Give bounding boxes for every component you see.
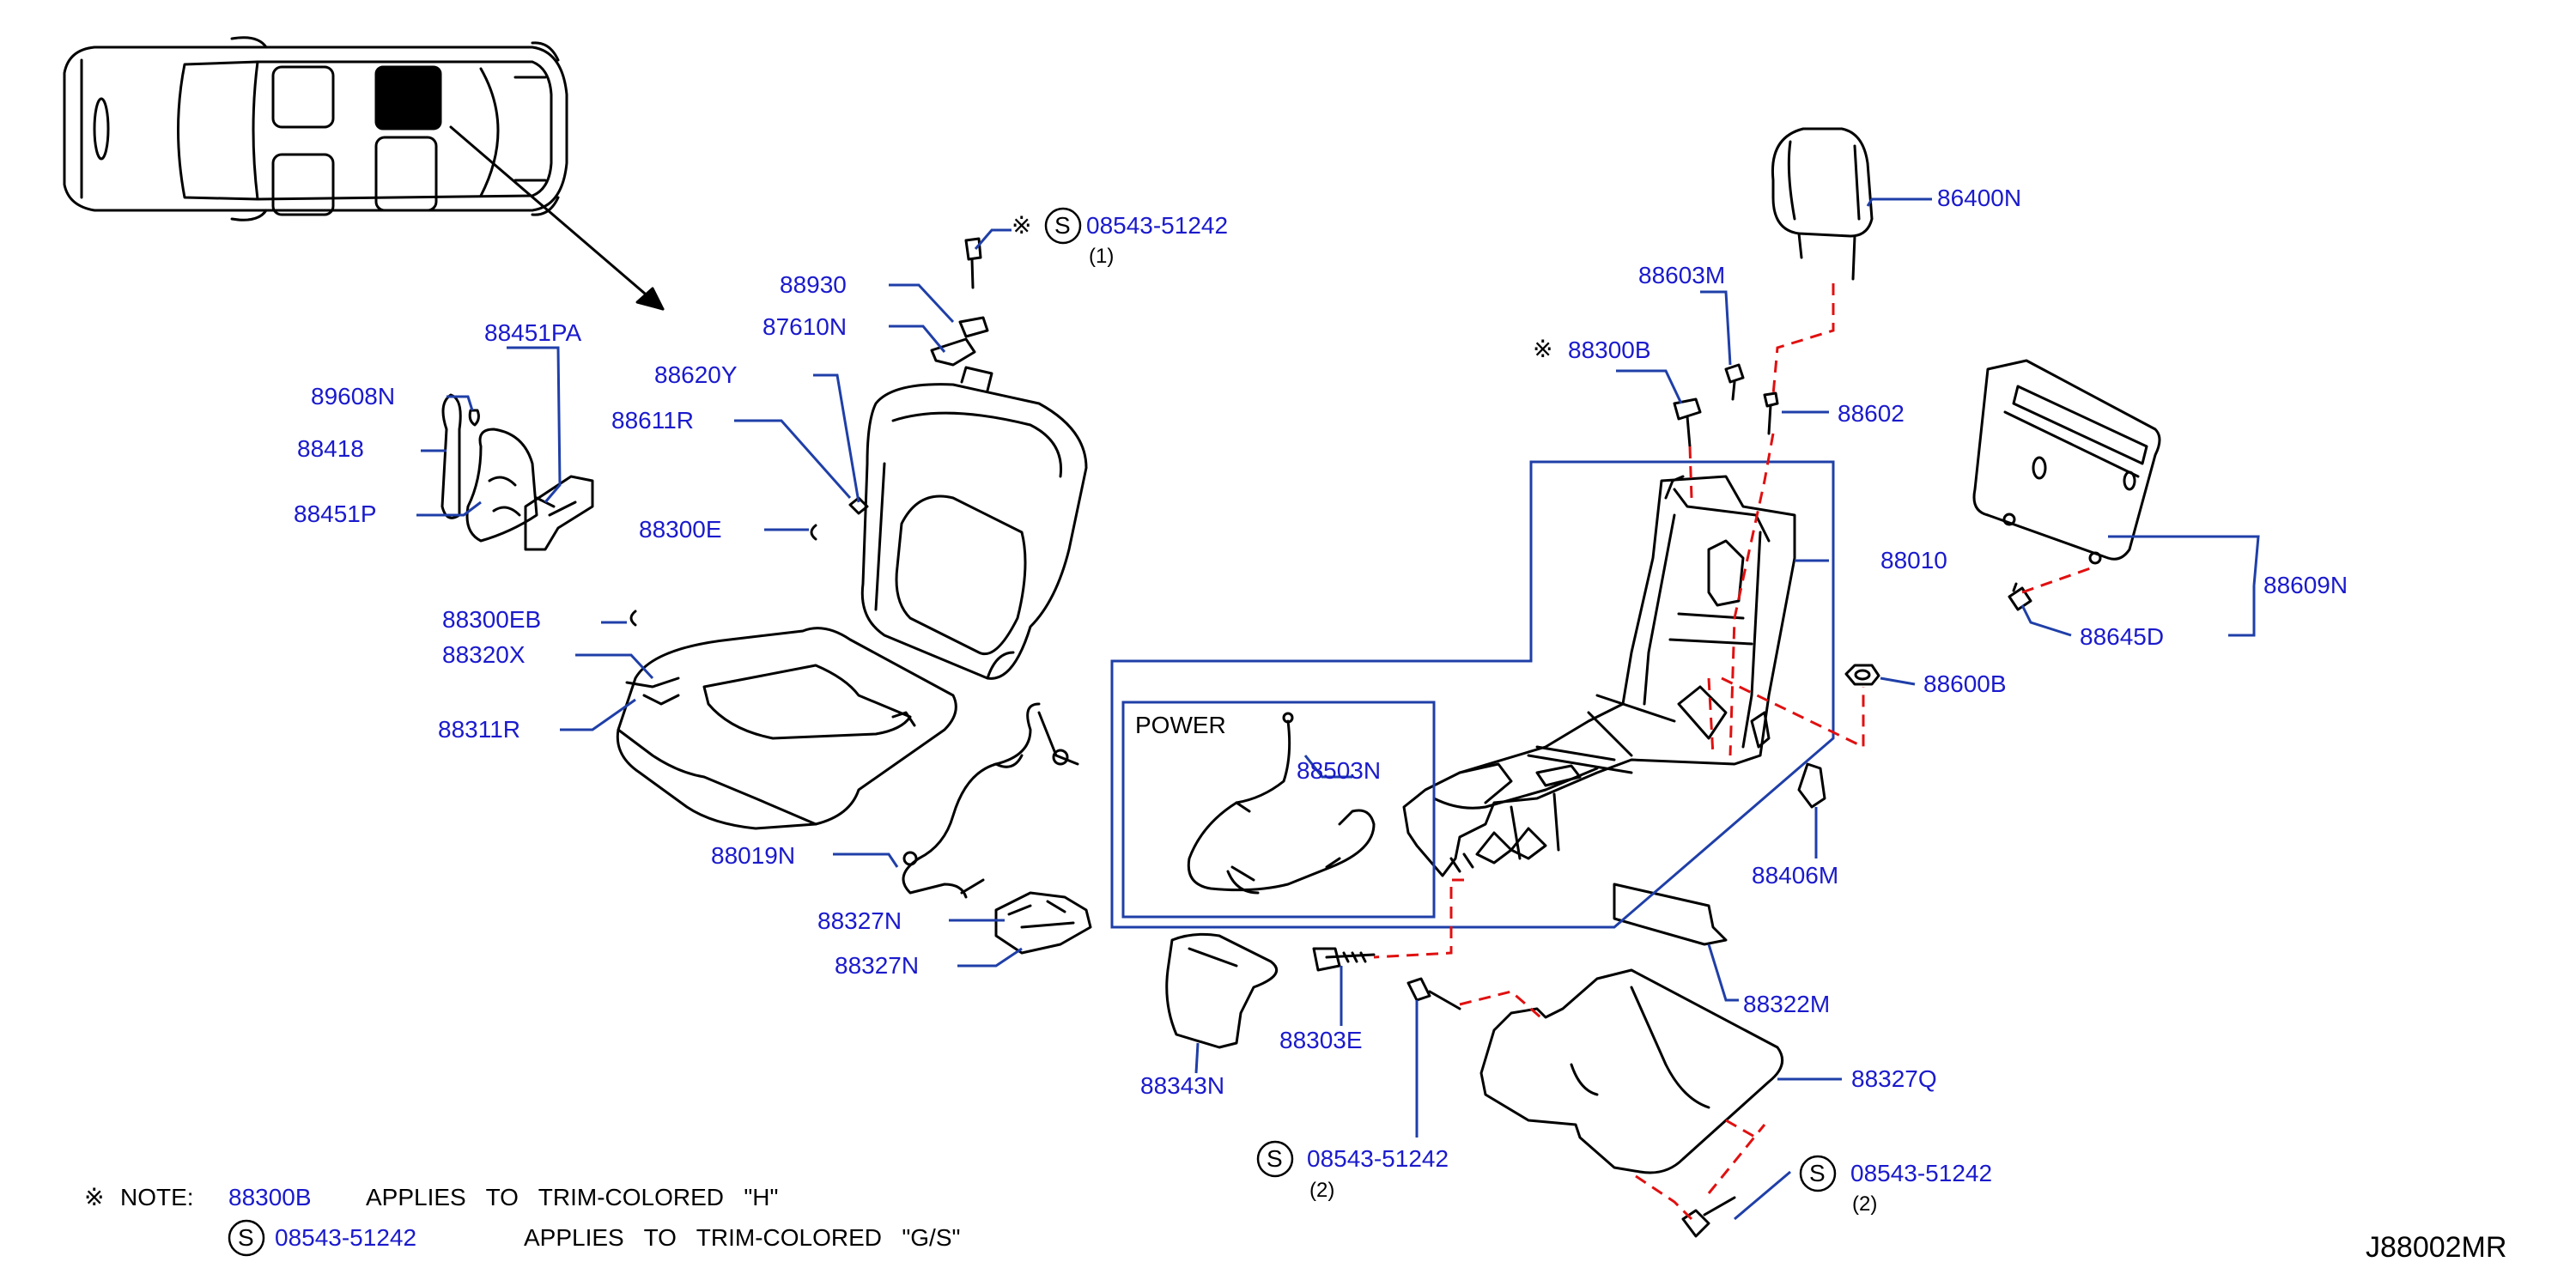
part-88930[interactable]: 88930 bbox=[780, 271, 847, 298]
part-88645D[interactable]: 88645D bbox=[2080, 623, 2165, 650]
part-87610N[interactable]: 87610N bbox=[762, 313, 848, 340]
qty-08543-mid: (2) bbox=[1309, 1179, 1335, 1202]
part-88327N-lower[interactable]: 88327N bbox=[835, 952, 920, 979]
note-part-08543-51242[interactable]: 08543-51242 bbox=[275, 1224, 417, 1251]
part-88602[interactable]: 88602 bbox=[1838, 400, 1905, 427]
part-88303E[interactable]: 88303E bbox=[1279, 1027, 1363, 1053]
qty-08543-right: (2) bbox=[1852, 1192, 1878, 1216]
part-88311R[interactable]: 88311R bbox=[438, 716, 521, 743]
part-88320X[interactable]: 88320X bbox=[442, 641, 526, 668]
special-mark-88300b: ※ bbox=[1533, 336, 1553, 362]
part-88603M[interactable]: 88603M bbox=[1638, 262, 1726, 288]
part-88322M[interactable]: 88322M bbox=[1743, 991, 1831, 1017]
part-88406M[interactable]: 88406M bbox=[1752, 862, 1839, 889]
part-88418[interactable]: 88418 bbox=[297, 435, 364, 462]
note-prefix: NOTE: bbox=[120, 1184, 194, 1210]
part-88600B[interactable]: 88600B bbox=[1923, 670, 2007, 697]
special-mark-top: ※ bbox=[1012, 212, 1032, 239]
part-86400N[interactable]: 86400N bbox=[1937, 185, 2022, 211]
part-08543-51242-right[interactable]: 08543-51242 bbox=[1850, 1160, 1993, 1186]
s-symbol-mid: S bbox=[1267, 1145, 1283, 1172]
s-symbol-top: S bbox=[1054, 212, 1071, 239]
note-part-88300B[interactable]: 88300B bbox=[228, 1184, 312, 1210]
part-88451PA[interactable]: 88451PA bbox=[484, 319, 582, 346]
part-88300EB[interactable]: 88300EB bbox=[442, 606, 542, 633]
part-88611R[interactable]: 88611R bbox=[611, 407, 695, 434]
part-88343N[interactable]: 88343N bbox=[1140, 1072, 1225, 1099]
part-08543-51242-mid[interactable]: 08543-51242 bbox=[1307, 1145, 1449, 1172]
qty-08543-top: (1) bbox=[1089, 245, 1115, 268]
part-88010[interactable]: 88010 bbox=[1880, 547, 1947, 573]
part-88620Y[interactable]: 88620Y bbox=[654, 361, 738, 388]
part-88327N-upper[interactable]: 88327N bbox=[817, 907, 902, 934]
part-88019N[interactable]: 88019N bbox=[711, 842, 796, 869]
note-text-1: APPLIES TO TRIM-COLORED "H" bbox=[366, 1184, 779, 1210]
part-89608N[interactable]: 89608N bbox=[311, 383, 396, 410]
part-88300E[interactable]: 88300E bbox=[639, 516, 722, 543]
part-88609N[interactable]: 88609N bbox=[2263, 572, 2348, 598]
vehicle-outline bbox=[63, 36, 568, 221]
highlighted-seat-icon bbox=[374, 65, 442, 130]
power-box-label: POWER bbox=[1135, 712, 1226, 738]
s-symbol-right: S bbox=[1809, 1160, 1826, 1186]
note-mark: ※ bbox=[84, 1184, 105, 1210]
part-08543-51242-top[interactable]: 08543-51242 bbox=[1086, 212, 1229, 239]
part-88503N[interactable]: 88503N bbox=[1297, 757, 1382, 784]
diagram-code: J88002MR bbox=[2366, 1231, 2507, 1264]
part-88300B[interactable]: 88300B bbox=[1568, 337, 1651, 363]
part-88451P[interactable]: 88451P bbox=[294, 500, 377, 527]
s-symbol-note: S bbox=[238, 1224, 254, 1251]
part-88327Q[interactable]: 88327Q bbox=[1851, 1065, 1937, 1092]
note-text-2: APPLIES TO TRIM-COLORED "G/S" bbox=[524, 1224, 961, 1251]
